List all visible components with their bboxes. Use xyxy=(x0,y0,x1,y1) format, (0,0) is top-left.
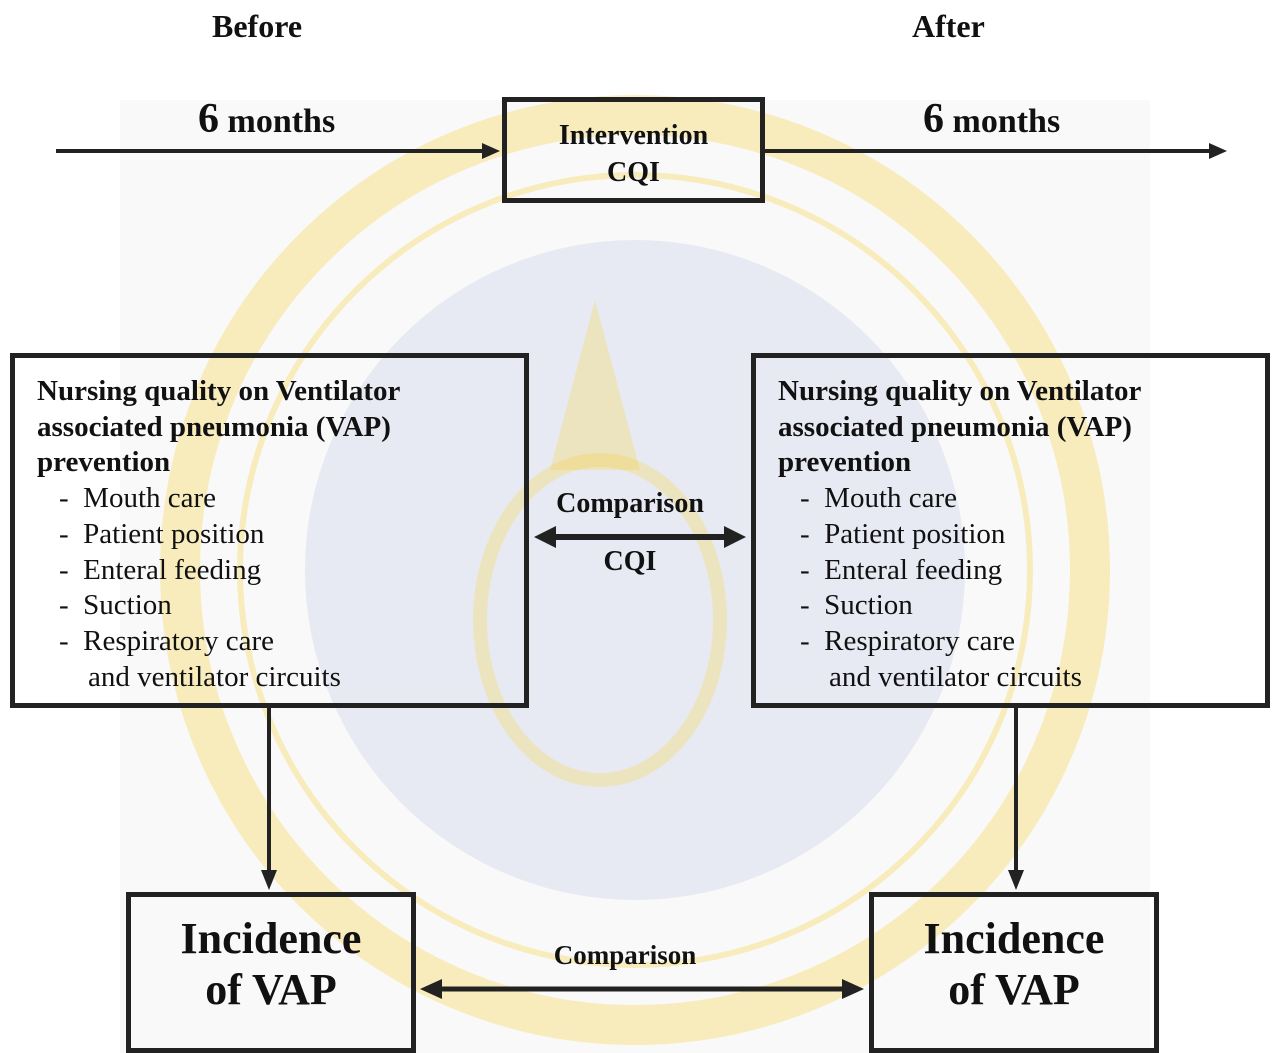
after-duration-unit: months xyxy=(952,103,1061,140)
before-duration-unit: months xyxy=(227,103,336,140)
quality-title-line: Nursing quality on Ventilator xyxy=(778,375,1142,407)
after-duration-label: 6 months xyxy=(923,95,1060,143)
quality-title-line: Nursing quality on Ventilator xyxy=(37,375,401,407)
after-header: After xyxy=(912,8,985,44)
quality-title-line: associated pneumonia (VAP) xyxy=(37,410,391,443)
arrowhead-icon xyxy=(1008,870,1024,890)
quality-item: - Patient position xyxy=(800,517,1006,550)
quality-item: - Suction xyxy=(800,589,913,622)
incidence-subtitle: of VAP xyxy=(205,965,337,1014)
quality-title-line: prevention xyxy=(778,446,912,479)
quality-item: - Enteral feeding xyxy=(800,553,1003,586)
incidence-title: Incidence xyxy=(923,914,1105,963)
quality-item: - Respiratory care xyxy=(800,624,1015,657)
quality-title-line: associated pneumonia (VAP) xyxy=(778,410,1132,443)
before-duration-label: 6 months xyxy=(198,95,335,143)
quality-box-before: Nursing quality on Ventilator associated… xyxy=(10,353,529,708)
after-duration-number: 6 xyxy=(923,96,944,142)
arrowhead-icon xyxy=(420,979,442,999)
quality-item: and ventilator circuits xyxy=(800,660,1082,693)
quality-box-before-title: Nursing quality on Ventilator associated… xyxy=(37,374,524,481)
quality-items-after: - Mouth care - Patient position - Entera… xyxy=(778,481,1265,695)
before-header: Before xyxy=(212,8,303,44)
quality-item: - Mouth care xyxy=(59,482,217,515)
arrowhead-icon xyxy=(1209,143,1227,159)
arrowhead-icon xyxy=(534,526,556,548)
incidence-box-before: Incidence of VAP xyxy=(126,892,416,1053)
quality-items-before: - Mouth care - Patient position - Entera… xyxy=(37,481,524,695)
incidence-subtitle: of VAP xyxy=(948,965,1080,1014)
intervention-subtitle: CQI xyxy=(607,157,660,188)
quality-item: and ventilator circuits xyxy=(59,660,341,693)
quality-item: - Enteral feeding xyxy=(59,553,262,586)
quality-box-after-title: Nursing quality on Ventilator associated… xyxy=(778,374,1265,481)
quality-box-after: Nursing quality on Ventilator associated… xyxy=(751,353,1270,708)
arrowhead-icon xyxy=(724,526,746,548)
bottom-comparison-label: Comparison xyxy=(553,940,697,970)
quality-item: - Respiratory care xyxy=(59,624,274,657)
quality-item: - Mouth care xyxy=(800,482,958,515)
arrowhead-icon xyxy=(482,143,500,159)
intervention-box: Intervention CQI xyxy=(502,97,765,203)
arrowhead-icon xyxy=(261,870,277,890)
incidence-title: Incidence xyxy=(180,914,362,963)
quality-title-line: prevention xyxy=(37,446,171,479)
quality-item: - Suction xyxy=(59,589,172,622)
incidence-box-after: Incidence of VAP xyxy=(869,892,1159,1053)
intervention-title: Intervention xyxy=(558,120,709,151)
middle-comparison-cqi: CQI xyxy=(603,546,657,577)
arrowhead-icon xyxy=(842,979,864,999)
quality-item: - Patient position xyxy=(59,517,265,550)
middle-comparison-label: Comparison xyxy=(556,488,704,519)
before-duration-number: 6 xyxy=(198,96,219,142)
